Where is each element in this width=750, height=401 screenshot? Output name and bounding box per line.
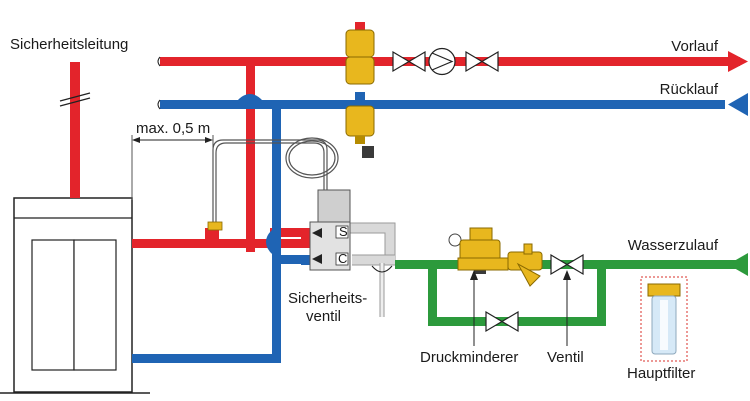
supply-valve-1 bbox=[392, 50, 426, 73]
distance-dimension bbox=[131, 135, 214, 200]
strainer bbox=[507, 243, 543, 287]
safety-line-label: Sicherheitsleitung bbox=[10, 36, 128, 53]
grey-pipes bbox=[345, 222, 396, 317]
circulation-pump bbox=[428, 47, 456, 76]
safety-line-pipe bbox=[59, 62, 91, 198]
main-filter bbox=[640, 276, 688, 362]
air-separator-supply bbox=[345, 22, 375, 85]
port-s-label: S bbox=[339, 224, 348, 239]
boiler bbox=[0, 197, 150, 394]
supply-arrow-icon bbox=[728, 51, 748, 72]
valve-label: Ventil bbox=[547, 349, 584, 366]
bypass-valve bbox=[485, 310, 519, 333]
supply-valve-2 bbox=[465, 50, 499, 73]
capillary-lines bbox=[207, 137, 339, 231]
return-arrow-icon bbox=[728, 93, 748, 116]
pressure-reducer bbox=[448, 227, 509, 274]
port-c-label: C bbox=[338, 251, 347, 266]
return-label: Rücklauf bbox=[660, 81, 719, 98]
return-pipe bbox=[132, 94, 725, 363]
air-separator-return bbox=[345, 92, 375, 158]
safety-valve-label-2: ventil bbox=[306, 308, 341, 325]
water-inlet-arrow-icon bbox=[728, 253, 748, 276]
supply-label: Vorlauf bbox=[671, 38, 719, 55]
supply-pipe bbox=[132, 56, 740, 252]
pressure-reducer-label: Druckminderer bbox=[420, 349, 518, 366]
water-inlet-label: Wasserzulauf bbox=[628, 237, 719, 254]
safety-valve-label-1: Sicherheits- bbox=[288, 290, 367, 307]
main-filter-label: Hauptfilter bbox=[627, 365, 695, 382]
inlet-valve bbox=[550, 253, 584, 276]
valve-leader bbox=[563, 270, 571, 346]
pressure-reducer-leader bbox=[470, 270, 478, 346]
distance-label: max. 0,5 m bbox=[136, 120, 210, 137]
mixing-valve bbox=[309, 189, 351, 271]
